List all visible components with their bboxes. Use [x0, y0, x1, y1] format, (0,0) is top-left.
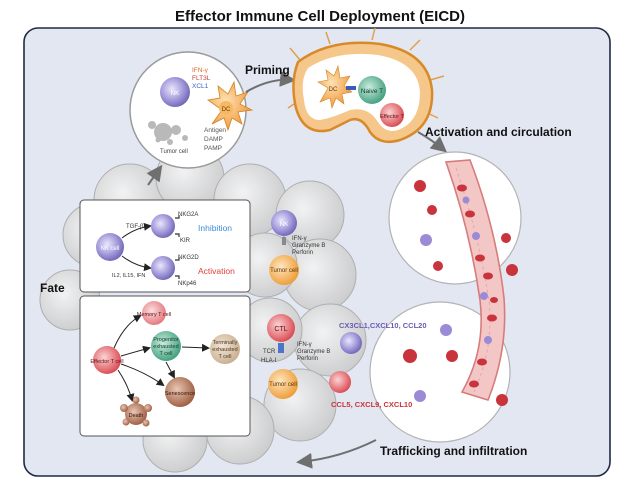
arrow-vessel-to-tissue — [296, 439, 377, 469]
memory-t-cell — [142, 301, 166, 325]
cytokine-ifn: IFN-γ — [192, 67, 209, 74]
label-priming: Priming — [245, 63, 290, 77]
progenitor-label-1: Progenitor — [153, 337, 179, 343]
signal-damp: DAMP — [204, 136, 223, 143]
tcr-label: TCR — [263, 349, 276, 355]
receptor-nkg2a: NKG2A — [178, 212, 198, 218]
arrow-lymphnode-to-vessel — [417, 131, 448, 153]
extravasating-cells — [403, 180, 518, 406]
ctl-cell — [267, 314, 295, 342]
priming-bubble: NK IFN-γ FLT3L XCL1 DC Tumor cell Antige… — [129, 51, 254, 169]
tumor-cell-nk-label: Tumor cell — [270, 268, 298, 274]
receptor-kir: KIR — [180, 238, 191, 244]
memory-t-label: Memory T cell — [137, 312, 171, 318]
nk-label-priming: NK — [170, 90, 180, 97]
effector-t-cell-fate — [93, 346, 121, 374]
effector-t-label-lymphnode: Effector T — [380, 114, 404, 120]
dc-cell-lymphnode — [317, 64, 353, 110]
dc-label-priming: DC — [222, 107, 231, 113]
blood-vessel — [403, 159, 518, 406]
effector-t-fate-label: Effector T cell — [90, 359, 123, 365]
nk-activated — [151, 256, 175, 280]
nk-cell-priming — [160, 77, 190, 107]
inhibition-label: Inhibition — [198, 223, 232, 233]
tgfb-label: TGF-β — [126, 224, 144, 230]
terminal-label-3: T cell — [218, 354, 231, 360]
signal-pamp: PAMP — [204, 145, 222, 152]
t-cell-fate-panel: Effector T cell Memory T cell Progenitor… — [79, 295, 251, 437]
naive-t-label: Naive T — [361, 88, 383, 95]
signal-antigen: Antigen — [204, 127, 226, 134]
nk-cell-chemokine — [340, 332, 362, 354]
naive-t-cell — [358, 76, 386, 104]
terminal-label-2: exhausted — [212, 347, 237, 353]
senescence-cell — [165, 377, 195, 407]
ctl-effector-granzyme: Granzyme B — [297, 349, 330, 355]
progenitor-exhausted-cell — [151, 331, 181, 361]
ctl-tumor-interaction: CTL TCR HLA-I Tumor cell IFN-γ Granzyme … — [261, 314, 330, 399]
chemokines-top: CX3CL1,CXCL10, CCL20 — [339, 321, 427, 330]
arrow-tissue-to-priming — [146, 164, 163, 186]
tumor-cell-ctl-label: Tumor cell — [269, 382, 297, 388]
dead-cell — [120, 396, 152, 427]
vessel-bubble-bottom — [369, 301, 511, 443]
cytokine-xcl1: XCL1 — [192, 83, 209, 90]
activation-label: Activation — [198, 266, 235, 276]
nk-effector-ifn: IFN-γ — [292, 236, 307, 242]
blood-cells — [457, 184, 498, 388]
effector-t-cell-lymphnode — [380, 103, 404, 127]
chemokine-area: CX3CL1,CXCL10, CCL20 CCL5, CXCL9, CXCL10 — [329, 321, 427, 409]
receptor-nkg2d: NKG2D — [178, 255, 199, 261]
dc-label-lymphnode: DC — [329, 87, 338, 93]
label-activation: Activation and circulation — [425, 125, 572, 139]
ctl-chemokine — [329, 371, 351, 393]
tumor-cell-ctl — [268, 369, 298, 399]
nk-cell-killing — [271, 210, 297, 236]
cytokine-flt3l: FLT3L — [192, 75, 211, 82]
tumor-cell-debris — [148, 121, 188, 145]
dc-cell-priming — [206, 80, 254, 132]
nk-inhibited — [151, 214, 175, 238]
tumor-label-priming: Tumor cell — [160, 149, 188, 155]
il-label: IL2, IL15, IFN — [112, 273, 145, 279]
diagram-title: Effector Immune Cell Deployment (EICD) — [175, 8, 465, 25]
progenitor-label-2: exhausted — [153, 344, 178, 350]
terminally-exhausted-cell — [210, 334, 240, 364]
chemokines-bottom: CCL5, CXCL9, CXCL10 — [331, 400, 412, 409]
tumor-cell-nk — [269, 255, 299, 285]
label-fate: Fate — [40, 281, 65, 295]
nk-effector-granzyme: Granzyme B — [292, 243, 325, 249]
lymph-node: DC Naive T Effector T — [287, 27, 445, 143]
terminal-label-1: Terminally — [213, 340, 238, 346]
ctl-effector-perforin: Perforin — [297, 356, 318, 362]
nk-killing-label: NK — [279, 221, 289, 228]
nk-regulation-panel: NK cell TGF-β IL2, IL15, IFN NKG2A KIR N… — [79, 199, 251, 293]
ctl-label: CTL — [274, 326, 287, 333]
nk-effector-perforin: Perforin — [292, 250, 313, 256]
receptor-nkp46: NKp46 — [178, 281, 197, 287]
hla-label: HLA-I — [261, 358, 277, 364]
nk-tumor-interaction: NK Tumor cell IFN-γ Granzyme B Perforin — [269, 210, 325, 285]
progenitor-label-3: T cell — [159, 351, 172, 357]
ctl-effector-ifn: IFN-γ — [297, 342, 312, 348]
label-trafficking: Trafficking and infiltration — [380, 444, 527, 458]
death-label: Death — [129, 413, 144, 419]
dc-tcell-synapse — [346, 86, 356, 90]
nk-cell-panel — [96, 233, 124, 261]
senescence-label: Senescence — [165, 391, 195, 397]
arrow-priming-to-lymphnode — [245, 70, 296, 93]
nk-cell-panel-label: NK cell — [100, 246, 119, 252]
